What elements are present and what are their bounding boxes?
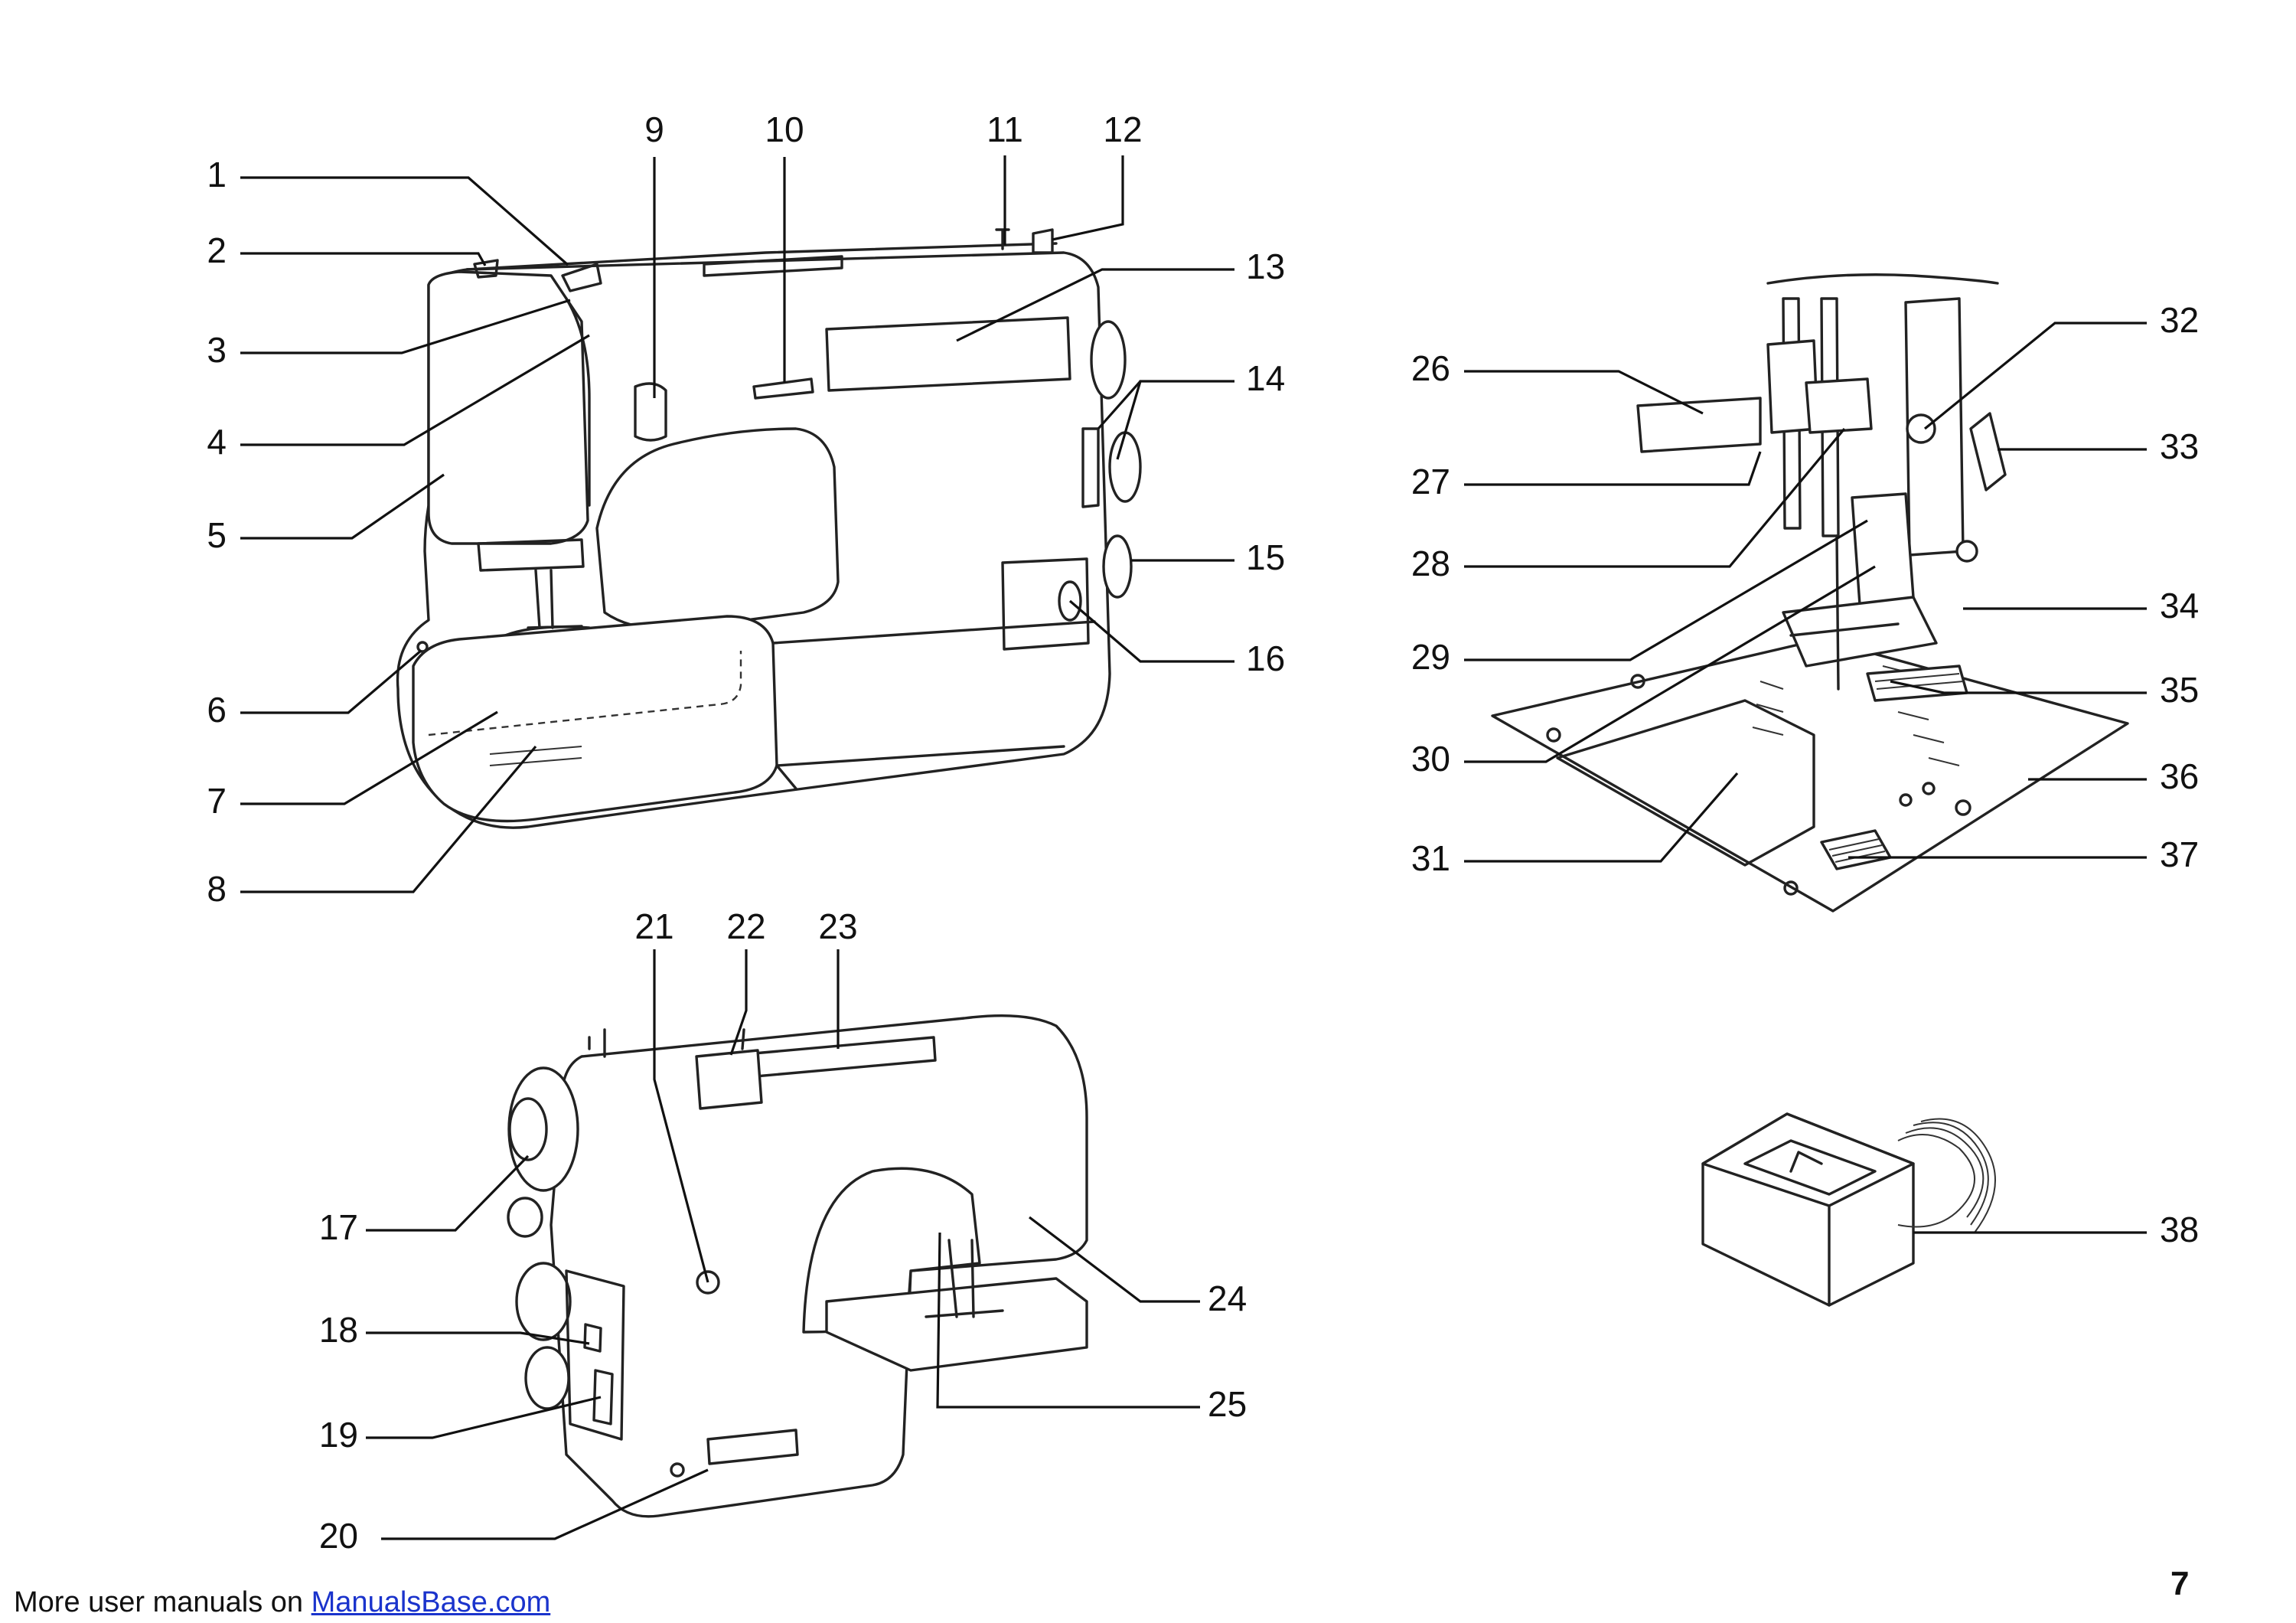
foot-controller-illustration xyxy=(1701,1112,1996,1307)
footer: More user manuals on ManualsBase.com xyxy=(14,1586,550,1619)
leader-lines xyxy=(240,155,2147,1540)
callout-37: 37 xyxy=(2160,834,2199,874)
needle-area-illustration xyxy=(1491,273,2129,913)
callout-18: 18 xyxy=(319,1310,358,1350)
callout-5: 5 xyxy=(207,515,227,555)
callout-7: 7 xyxy=(207,781,227,821)
callout-3: 3 xyxy=(207,330,227,370)
callout-1: 1 xyxy=(207,155,227,194)
callout-34: 34 xyxy=(2160,586,2199,625)
callout-4: 4 xyxy=(207,422,227,462)
callout-26: 26 xyxy=(1411,348,1450,388)
callout-24: 24 xyxy=(1208,1278,1247,1318)
callout-35: 35 xyxy=(2160,670,2199,710)
callout-20: 20 xyxy=(319,1516,358,1556)
callout-27: 27 xyxy=(1411,462,1450,501)
callout-32: 32 xyxy=(2160,300,2199,340)
callout-33: 33 xyxy=(2160,426,2199,466)
callout-14: 14 xyxy=(1246,358,1285,398)
callout-38: 38 xyxy=(2160,1210,2199,1249)
callout-11: 11 xyxy=(987,109,1023,149)
callout-labels: 1 2 3 4 5 6 7 8 9 10 11 12 13 14 15 16 1… xyxy=(207,109,2199,1556)
callout-10: 10 xyxy=(765,109,804,149)
callout-21: 21 xyxy=(634,906,673,946)
callout-6: 6 xyxy=(207,690,227,730)
page-number: 7 xyxy=(2170,1565,2190,1602)
callout-8: 8 xyxy=(207,869,227,909)
callout-36: 36 xyxy=(2160,756,2199,796)
manualsbase-link[interactable]: ManualsBase.com xyxy=(311,1586,551,1618)
callout-12: 12 xyxy=(1103,109,1142,149)
callout-13: 13 xyxy=(1246,247,1285,286)
callout-30: 30 xyxy=(1411,739,1450,779)
callout-29: 29 xyxy=(1411,637,1450,677)
callout-19: 19 xyxy=(319,1415,358,1455)
callout-17: 17 xyxy=(319,1207,358,1247)
callout-2: 2 xyxy=(207,230,227,270)
callout-15: 15 xyxy=(1246,537,1285,577)
side-view-illustration xyxy=(507,1014,1088,1518)
callout-22: 22 xyxy=(726,906,765,946)
callout-16: 16 xyxy=(1246,638,1285,678)
callout-9: 9 xyxy=(644,109,664,149)
callout-23: 23 xyxy=(818,906,857,946)
callout-28: 28 xyxy=(1411,544,1450,583)
callout-31: 31 xyxy=(1411,838,1450,878)
callout-25: 25 xyxy=(1208,1384,1247,1424)
footer-text: More user manuals on xyxy=(14,1586,311,1618)
front-view-illustration xyxy=(396,228,1142,829)
